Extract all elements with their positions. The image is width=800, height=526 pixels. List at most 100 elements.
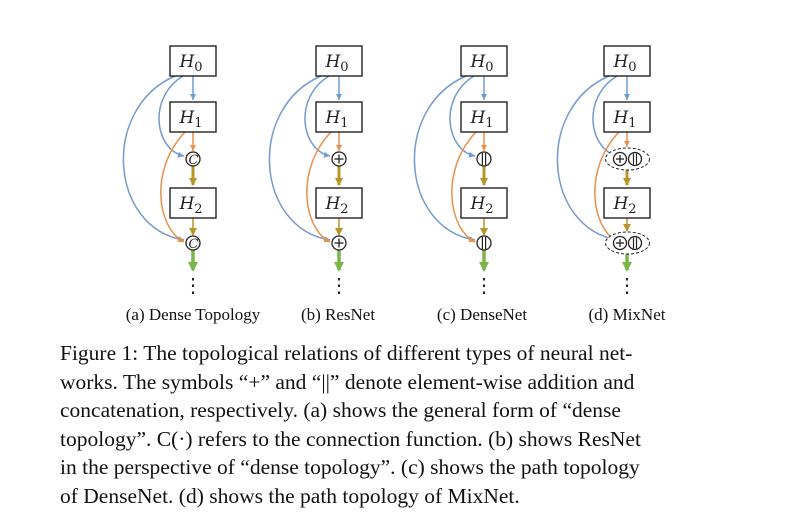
edges-d <box>556 75 632 272</box>
edge-h0-op2 <box>556 75 619 243</box>
node-box <box>460 187 508 219</box>
edge-h1-op2 <box>160 131 186 243</box>
operator-circle <box>476 235 492 251</box>
caption-line-5: in the perspective of “dense topology”. … <box>60 455 640 480</box>
node-label-base: H <box>324 52 341 72</box>
node-label-sub: 0 <box>628 60 636 75</box>
operator-circle <box>627 235 643 251</box>
node-label-sub: 0 <box>340 60 348 75</box>
node-label-sub: 0 <box>485 60 493 75</box>
ellipsis-b: ⋮ <box>329 273 349 297</box>
node-box <box>603 45 651 77</box>
operator-symbol: C <box>189 237 199 252</box>
operator-mix-ellipse <box>605 147 650 171</box>
node-box <box>315 187 363 219</box>
operator-c-2 <box>476 235 492 251</box>
node-label-base: H <box>178 194 195 214</box>
caption-line-4: topology”. C(·) refers to the connection… <box>60 426 641 451</box>
node-label: H2 <box>612 194 636 217</box>
node-label: H1 <box>324 108 348 131</box>
panel-caption-a: (a) Dense Topology <box>126 305 261 324</box>
node-h0-a: H0 <box>169 45 217 77</box>
node-box <box>169 45 217 77</box>
node-box <box>603 187 651 219</box>
node-label: H0 <box>469 52 493 75</box>
edge-h0-op1 <box>304 75 331 158</box>
node-h1-d: H1 <box>603 101 651 133</box>
node-label-base: H <box>612 194 629 214</box>
node-label: H0 <box>324 52 348 75</box>
node-label-sub: 1 <box>340 116 348 131</box>
node-box <box>315 45 363 77</box>
caption-line-6: of DenseNet. (d) shows the path topology… <box>60 483 520 508</box>
node-box <box>169 187 217 219</box>
node-label-sub: 1 <box>194 116 202 131</box>
edge-h0-op2 <box>413 75 476 243</box>
ellipsis-c: ⋮ <box>474 273 494 297</box>
operator-circle <box>627 151 643 167</box>
edge-h1-op2 <box>306 131 332 243</box>
node-label-base: H <box>612 52 629 72</box>
node-label-base: H <box>178 108 195 128</box>
caption-line-1: Figure 1: The topological relations of d… <box>60 341 633 365</box>
operator-a-1: C <box>185 151 201 168</box>
node-box <box>460 45 508 77</box>
node-label-sub: 2 <box>485 202 493 217</box>
operator-circle <box>476 151 492 167</box>
node-label: H1 <box>612 108 636 131</box>
node-label: H2 <box>178 194 202 217</box>
node-box <box>169 101 217 133</box>
operator-d-2 <box>605 231 650 255</box>
node-label: H0 <box>178 52 202 75</box>
edges-a <box>122 75 198 272</box>
edge-h0-op1 <box>592 75 619 158</box>
node-h1-a: H1 <box>169 101 217 133</box>
edge-h0-op1 <box>449 75 476 158</box>
node-label-sub: 2 <box>340 202 348 217</box>
node-label: H0 <box>612 52 636 75</box>
figure-caption: Figure 1: The topological relations of d… <box>60 339 750 511</box>
ellipsis-d: ⋮ <box>617 273 637 297</box>
node-label-base: H <box>178 52 195 72</box>
edge-h1-op2 <box>451 131 477 243</box>
edge-h1-op2 <box>594 131 620 243</box>
node-label-base: H <box>324 108 341 128</box>
node-label-sub: 1 <box>628 116 636 131</box>
node-h2-c: H2 <box>460 187 508 219</box>
node-label: H1 <box>469 108 493 131</box>
operator-c-1 <box>476 151 492 167</box>
panel-caption-b: (b) ResNet <box>301 305 375 324</box>
edges-c <box>413 75 489 272</box>
node-h1-c: H1 <box>460 101 508 133</box>
node-h1-b: H1 <box>315 101 363 133</box>
operator-circle <box>185 151 201 167</box>
node-h2-b: H2 <box>315 187 363 219</box>
node-label: H2 <box>324 194 348 217</box>
ellipsis-a: ⋮ <box>183 273 203 297</box>
edges-b <box>268 75 344 272</box>
node-box <box>460 101 508 133</box>
caption-line-2: works. The symbols “+” and “||” denote e… <box>60 369 635 394</box>
node-label-sub: 2 <box>628 202 636 217</box>
panel-caption-c: (c) DenseNet <box>437 305 527 324</box>
operator-d-1 <box>605 147 650 171</box>
operator-b-1 <box>331 151 347 167</box>
edge-h0-op1 <box>158 75 185 158</box>
operator-a-2: C <box>185 235 201 252</box>
node-label: H1 <box>178 108 202 131</box>
node-label-sub: 0 <box>194 60 202 75</box>
operator-circle <box>185 235 201 251</box>
operator-mix-ellipse <box>605 231 650 255</box>
node-label-sub: 1 <box>485 116 493 131</box>
node-label-base: H <box>469 52 486 72</box>
panel-caption-d: (d) MixNet <box>589 305 666 324</box>
node-label-base: H <box>469 108 486 128</box>
operator-symbol: C <box>189 153 199 168</box>
node-label-base: H <box>324 194 341 214</box>
edge-h0-op2 <box>122 75 185 243</box>
node-box <box>315 101 363 133</box>
